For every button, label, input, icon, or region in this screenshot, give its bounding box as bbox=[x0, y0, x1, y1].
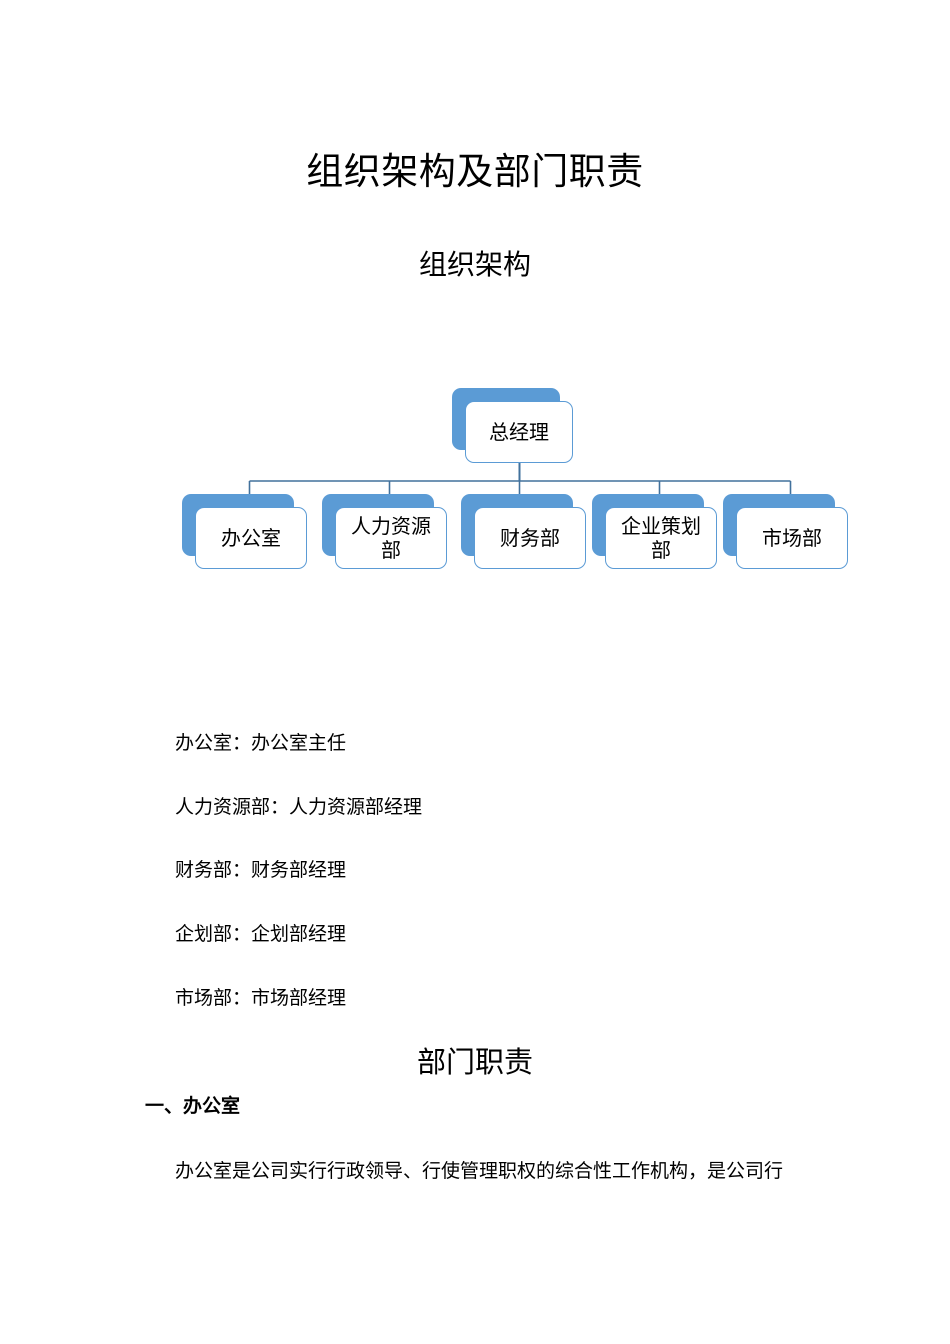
org-node-card: 市场部 bbox=[736, 507, 848, 569]
org-node-marketing[interactable]: 市场部 bbox=[723, 494, 848, 569]
department-head-list: 办公室：办公室主任 人力资源部：人力资源部经理 财务部：财务部经理 企划部：企划… bbox=[175, 712, 875, 1049]
list-item: 人力资源部：人力资源部经理 bbox=[175, 795, 423, 818]
org-node-label: 总经理 bbox=[489, 419, 549, 444]
list-item: 企划部：企划部经理 bbox=[175, 923, 347, 946]
org-node-finance[interactable]: 财务部 bbox=[461, 494, 586, 569]
list-item: 办公室：办公室主任 bbox=[175, 732, 347, 754]
org-chart-connectors bbox=[248, 463, 792, 496]
org-node-card: 财务部 bbox=[474, 507, 586, 569]
org-chart: 总经理 办公室 人力资源部 财务部 企业策划部 bbox=[0, 380, 950, 590]
org-node-corporate-planning[interactable]: 企业策划部 bbox=[592, 494, 717, 569]
list-item: 财务部：财务部经理 bbox=[175, 859, 347, 882]
org-node-general-manager[interactable]: 总经理 bbox=[452, 388, 573, 463]
org-node-card: 办公室 bbox=[195, 507, 307, 569]
list-item: 市场部：市场部经理 bbox=[175, 986, 347, 1009]
org-node-card: 人力资源部 bbox=[335, 507, 447, 569]
org-node-label: 企业策划部 bbox=[621, 513, 701, 562]
section-heading-responsibilities: 部门职责 bbox=[416, 1045, 533, 1080]
org-node-label: 财务部 bbox=[500, 525, 560, 550]
org-node-card: 企业策划部 bbox=[605, 507, 717, 569]
org-node-label: 办公室 bbox=[221, 525, 281, 550]
org-node-label: 人力资源部 bbox=[351, 513, 431, 562]
responsibility-heading-office: 一、办公室 bbox=[145, 1095, 241, 1117]
page-title: 组织架构及部门职责 bbox=[306, 149, 644, 193]
section-heading-org-structure: 组织架构 bbox=[418, 248, 531, 282]
org-node-office[interactable]: 办公室 bbox=[182, 494, 307, 569]
org-node-human-resources[interactable]: 人力资源部 bbox=[322, 494, 447, 569]
org-node-card: 总经理 bbox=[465, 401, 573, 463]
responsibility-body-office: 办公室是公司实行行政领导、行使管理职权的综合性工作机构，是公司行 bbox=[175, 1160, 784, 1182]
org-node-label: 市场部 bbox=[762, 525, 822, 550]
